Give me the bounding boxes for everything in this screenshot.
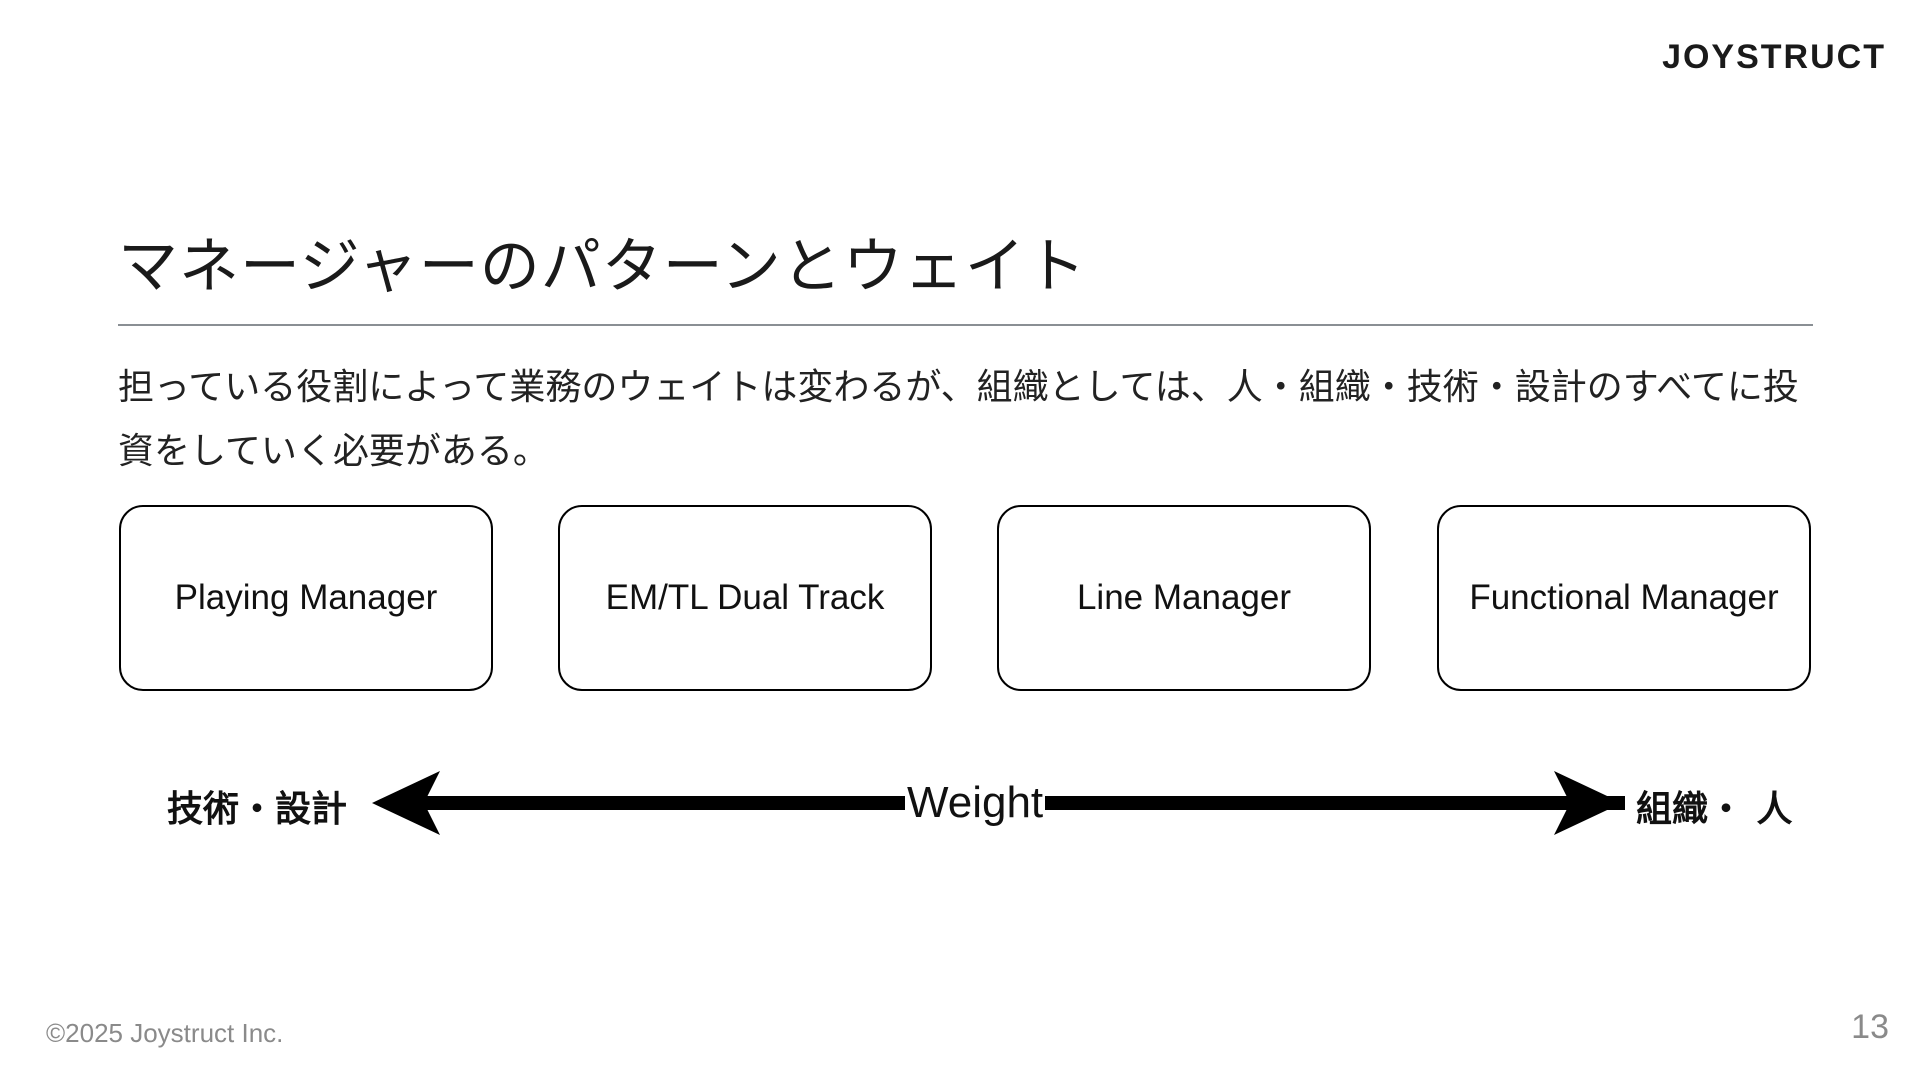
weight-center-label: Weight [905, 778, 1046, 828]
arrow-head-left [372, 771, 440, 835]
pattern-box-em-tl-dual-track: EM/TL Dual Track [558, 505, 932, 691]
weight-right-label: 組織・ 人 [1636, 789, 1793, 830]
pattern-box-playing-manager: Playing Manager [119, 505, 493, 691]
pattern-box-functional-manager: Functional Manager [1437, 505, 1811, 691]
title-divider [118, 324, 1813, 326]
company-logo: JOYSTRUCT [1662, 38, 1886, 76]
manager-pattern-boxes: Playing Manager EM/TL Dual Track Line Ma… [119, 505, 1813, 695]
slide-title: マネージャーのパターンとウェイト [118, 232, 1087, 302]
pattern-box-line-manager: Line Manager [997, 505, 1371, 691]
weight-scale: 技術・設計 Weight 組織・ 人 [0, 760, 1920, 850]
slide-body-text: 担っている役割によって業務のウェイトは変わるが、組織としては、人・組織・技術・設… [118, 367, 1799, 472]
weight-left-label: 技術・設計 [167, 789, 348, 830]
page-number: 13 [1851, 1008, 1889, 1046]
copyright-footer: ©2025 Joystruct Inc. [46, 1018, 284, 1048]
arrow-head-right [1554, 771, 1622, 835]
